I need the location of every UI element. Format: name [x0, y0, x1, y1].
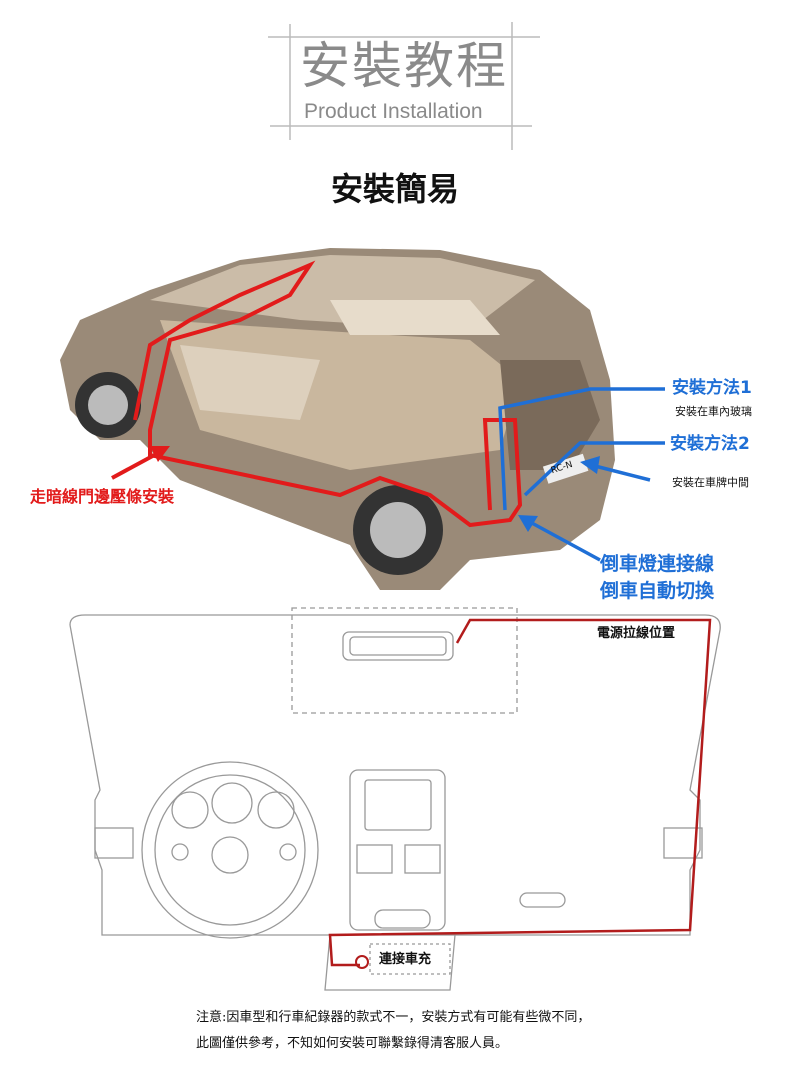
center-console	[349, 769, 446, 931]
wire-route	[133, 260, 523, 528]
blue-pointers	[498, 387, 665, 562]
page-heading: 安裝簡易	[330, 170, 459, 208]
steering-wheel	[141, 761, 319, 939]
method2-desc: 安裝在車牌中間	[672, 476, 749, 489]
red-arrow	[111, 446, 170, 480]
license-plate	[542, 453, 589, 484]
charger-socket-icon	[355, 955, 369, 969]
reverse-light-label: 倒車燈連接線 倒車自動切換	[600, 551, 714, 605]
power-route-label: 電源拉線位置	[597, 626, 676, 641]
mirror-zone	[291, 607, 518, 714]
reverse-line1: 倒車燈連接線	[600, 553, 715, 575]
wire-route-label: 走暗線門邊壓條安裝	[30, 487, 175, 506]
title-frame	[268, 22, 540, 150]
note-line1: 注意:因車型和行車紀錄器的款式不一，安裝方式有可能有些微不同，	[196, 1010, 591, 1025]
power-cable	[328, 618, 712, 967]
car-illustration	[60, 248, 615, 590]
installation-note: 注意:因車型和行車紀錄器的款式不一，安裝方式有可能有些微不同， 此圖僅供參考，不…	[196, 1005, 590, 1057]
note-line2: 此圖僅供參考，不知如何安裝可聯繫錄得清客服人員。	[196, 1036, 509, 1051]
title-english: Product Installation	[304, 100, 483, 123]
method1-desc: 安裝在車內玻璃	[675, 405, 752, 418]
method1-title: 安裝方法1	[672, 378, 752, 398]
method2-title: 安裝方法2	[670, 434, 750, 454]
dashboard-outline	[69, 607, 721, 991]
charger-label: 連接車充	[379, 952, 432, 967]
reverse-line2: 倒車自動切換	[600, 580, 715, 602]
rearview-mirror	[342, 631, 454, 661]
title-chinese: 安裝教程	[300, 37, 508, 95]
